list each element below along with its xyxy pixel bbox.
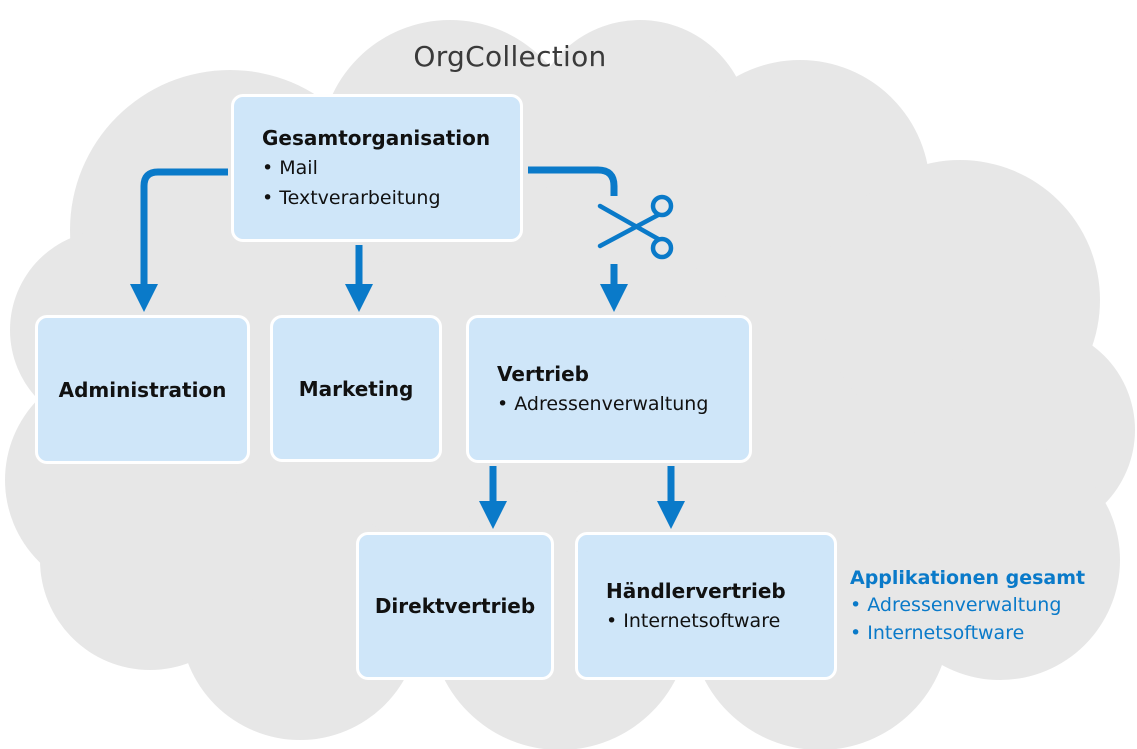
node-gesamtorganisation: Gesamtorganisation Mail Textverarbeitung (231, 94, 523, 242)
applications-total-heading: Applikationen gesamt (850, 567, 1086, 589)
node-vertrieb-item: Adressenverwaltung (497, 389, 749, 419)
arrowhead-marketing (345, 284, 373, 312)
applications-total-item: Internetsoftware (850, 619, 1085, 647)
node-haendlervertrieb-name: Händlervertrieb (606, 579, 786, 603)
arrowhead-direkt (479, 501, 507, 529)
edge-gesamt-administration (140, 168, 228, 288)
arrowhead-administration (130, 284, 158, 312)
edge-gesamt-vertrieb-top (528, 166, 618, 196)
arrowhead-haendler (657, 501, 685, 529)
node-haendlervertrieb-item: Internetsoftware (606, 606, 834, 636)
node-marketing-name: Marketing (298, 376, 414, 401)
node-gesamtorganisation-item: Mail (262, 153, 520, 183)
node-marketing: Marketing (270, 315, 442, 462)
node-administration-name: Administration (58, 377, 227, 402)
node-direktvertrieb-name: Direktvertrieb (374, 594, 536, 618)
arrowhead-vertrieb (600, 284, 628, 312)
scissors-icon (597, 194, 674, 260)
node-haendlervertrieb: Händlervertrieb Internetsoftware (575, 532, 837, 680)
node-direktvertrieb: Direktvertrieb (356, 532, 554, 680)
node-vertrieb-name: Vertrieb (497, 362, 589, 386)
node-vertrieb: Vertrieb Adressenverwaltung (466, 315, 752, 463)
node-gesamtorganisation-name: Gesamtorganisation (262, 126, 491, 150)
applications-total: Applikationen gesamt Adressenverwaltung … (850, 565, 1085, 647)
node-administration: Administration (35, 315, 250, 464)
applications-total-item: Adressenverwaltung (850, 591, 1085, 619)
node-gesamtorganisation-item: Textverarbeitung (262, 183, 520, 213)
diagram-title: OrgCollection (413, 40, 607, 73)
